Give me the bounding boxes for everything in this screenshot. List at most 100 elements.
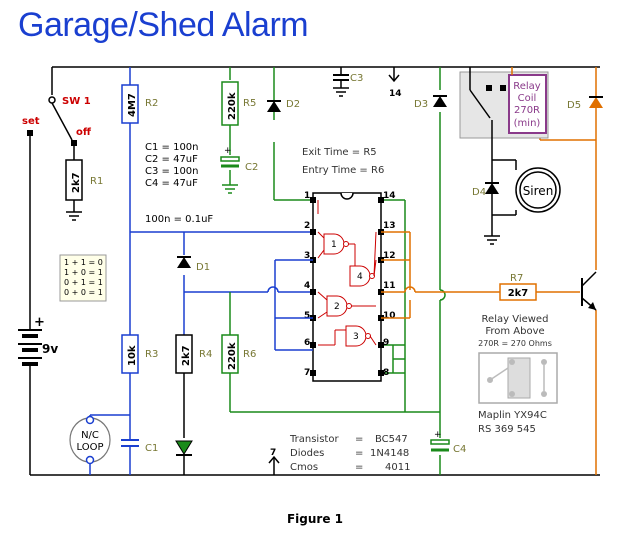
- set-label: set: [22, 116, 40, 127]
- r7-value: 2k7: [508, 288, 529, 299]
- ground-r1: [66, 211, 82, 221]
- power-rails: [29, 66, 600, 476]
- nf-note: 100n = 0.1uF: [145, 214, 213, 225]
- r1-value: 2k7: [71, 172, 82, 193]
- relay-top-view: [478, 352, 558, 404]
- part-transistor-name: Transistor: [289, 434, 339, 445]
- d5-label: D5: [567, 100, 581, 111]
- pin-label-5: 5: [304, 311, 310, 321]
- gate-4-label: 4: [357, 272, 363, 282]
- chip-pin-2: [310, 229, 316, 235]
- resistor-r5: 220k R5: [221, 81, 256, 126]
- pin-label-12: 12: [383, 251, 396, 261]
- entry-time-note: Entry Time = R6: [302, 165, 384, 176]
- c4-plus: +: [434, 430, 442, 440]
- diode-d4: D4: [472, 160, 500, 245]
- maplin-line-2: RS 369 545: [478, 424, 536, 435]
- chip-pin-numbers: 1 2 3 4 5 6 7 14 13 12 11 10 9 8: [304, 191, 396, 378]
- gate-1-label: 1: [331, 240, 337, 250]
- d4-label: D4: [472, 187, 486, 198]
- exit-time-note: Exit Time = R5: [302, 147, 377, 158]
- cap-note-2: C2 = 47uF: [145, 154, 198, 165]
- nc-loop: N/C LOOP: [69, 415, 111, 465]
- relay-label-4: (min): [514, 118, 541, 129]
- r2-label: R2: [145, 98, 158, 109]
- pin-label-4: 4: [304, 281, 310, 291]
- part-transistor-eq: =: [355, 434, 363, 445]
- cmos-4011-chip: [310, 192, 384, 382]
- d3-label: D3: [414, 99, 428, 110]
- capacitor-c2: + C2: [220, 146, 258, 194]
- capacitor-c1: C1: [121, 439, 158, 475]
- chip-blue-wiring: [274, 259, 313, 351]
- c3-label: C3: [350, 73, 363, 84]
- part-cmos-eq: =: [355, 462, 363, 473]
- parts-list: Transistor = BC547 Diodes = 1N4148 Cmos …: [289, 434, 410, 473]
- off-label: off: [76, 127, 92, 138]
- chip-pin-1: [310, 197, 316, 203]
- battery-label: 9v: [42, 342, 58, 356]
- c1-label: C1: [145, 443, 158, 454]
- part-diodes-value: 1N4148: [370, 448, 409, 459]
- d1-label: D1: [196, 262, 210, 273]
- resistor-r7: 2k7 R7: [499, 273, 537, 301]
- siren-label: Siren: [523, 184, 554, 198]
- internal-gate-wiring: [317, 200, 377, 347]
- pin-label-3: 3: [304, 251, 310, 261]
- loop-label-2: LOOP: [77, 442, 104, 453]
- pin-label-10: 10: [383, 311, 396, 321]
- pin-label-8: 8: [383, 368, 389, 378]
- r5-label: R5: [243, 98, 256, 109]
- r1-label: R1: [90, 176, 103, 187]
- pin7-ground: 7: [268, 448, 280, 475]
- chip-pin-6: [310, 342, 316, 348]
- relay-label-2: Coil: [518, 93, 537, 104]
- c4-label: C4: [453, 444, 466, 455]
- r4-label: R4: [199, 349, 212, 360]
- pin-label-7: 7: [304, 368, 310, 378]
- truth-table: 1 + 1 = 0 1 + 0 = 1 0 + 1 = 1 0 + 0 = 1: [59, 254, 107, 302]
- truth-row-1: 1 + 1 = 0: [64, 258, 103, 267]
- pin14-supply-arrow: 14: [388, 67, 402, 99]
- part-cmos-name: Cmos: [290, 462, 318, 473]
- r7-label: R7: [510, 273, 523, 284]
- relay-label-3: 270R: [514, 105, 540, 116]
- siren: Siren: [492, 159, 561, 216]
- diode-d5: D5: [567, 96, 603, 111]
- c2-label: C2: [245, 162, 258, 173]
- pin-label-6: 6: [304, 338, 310, 348]
- figure-caption: Figure 1: [286, 512, 344, 526]
- loop-label-1: N/C: [81, 430, 99, 441]
- relay-view-2: From Above: [485, 326, 544, 337]
- resistor-r1: 2k7 R1: [65, 159, 103, 201]
- r6-label: R6: [243, 349, 256, 360]
- chip-pin-14: [378, 197, 384, 203]
- capacitor-c4: + C4: [430, 430, 466, 455]
- maplin-line-1: Maplin YX94C: [478, 410, 547, 421]
- page-title: Garage/Shed Alarm: [18, 6, 309, 44]
- truth-row-2: 1 + 0 = 1: [64, 268, 103, 277]
- battery-9v: + 9v: [18, 315, 58, 366]
- diode-d2: D2: [267, 99, 300, 112]
- led-indicator: [175, 440, 193, 456]
- c2-plus: +: [224, 146, 232, 156]
- resistor-r6: 220k R6: [221, 334, 256, 374]
- r3-value: 10k: [127, 345, 138, 366]
- chip-pin-9: [378, 342, 384, 348]
- r6-value: 220k: [227, 342, 238, 370]
- cap-note-1: C1 = 100n: [145, 142, 199, 153]
- chip-pin-8: [378, 370, 384, 376]
- resistor-r3: 10k R3: [121, 334, 158, 374]
- relay-label-1: Relay: [513, 81, 541, 92]
- timing-notes: Exit Time = R5 Entry Time = R6: [302, 147, 384, 176]
- switch-sw1: SW 1 set off: [22, 96, 92, 146]
- pin14-top-label: 14: [389, 89, 402, 99]
- diode-d1: D1: [177, 256, 210, 273]
- r3-label: R3: [145, 349, 158, 360]
- part-cmos-value: 4011: [385, 462, 410, 473]
- sw1-label: SW 1: [62, 96, 91, 107]
- part-diodes-eq: =: [355, 448, 363, 459]
- gate-2-label: 2: [334, 302, 340, 312]
- maplin-notes: Maplin YX94C RS 369 545: [478, 410, 547, 435]
